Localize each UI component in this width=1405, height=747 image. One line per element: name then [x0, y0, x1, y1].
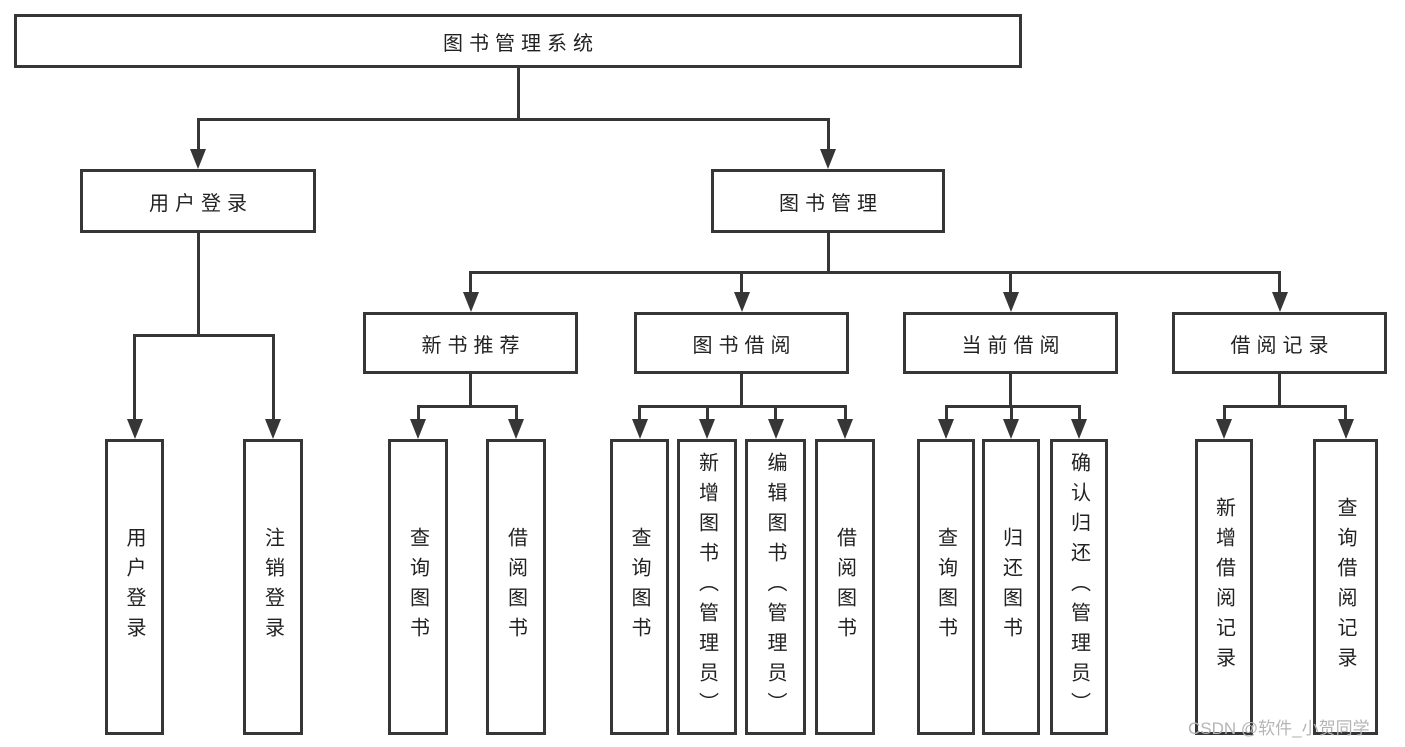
connector-line: [416, 405, 518, 408]
node-label: 用户登录: [149, 192, 253, 215]
connector-line: [638, 405, 847, 408]
leaf-label: 新增借阅记录: [1212, 497, 1235, 677]
leaf-logout: 注销登录: [243, 439, 303, 735]
arrow-down-icon: [767, 419, 784, 439]
leaf-label: 查询图书: [934, 527, 957, 647]
connector-line: [469, 271, 1281, 274]
connector-line: [826, 121, 830, 151]
connector-line: [416, 408, 420, 421]
connector-line: [638, 408, 641, 421]
connector-line: [774, 408, 777, 421]
connector-line: [944, 405, 1081, 408]
leaf-add-book-admin: 新增图书（管理员）: [677, 439, 737, 735]
connector-line: [740, 274, 743, 294]
arrow-down-icon: [410, 419, 426, 439]
node-library-system: 图书管理系统: [14, 14, 1022, 68]
leaf-label: 注销登录: [261, 527, 284, 647]
leaf-label: 查询借阅记录: [1334, 497, 1356, 677]
node-borrow-records: 借阅记录: [1172, 312, 1387, 374]
arrow-down-icon: [1337, 419, 1354, 439]
connector-line: [271, 337, 275, 421]
leaf-borrow-books: 借阅图书: [815, 439, 875, 735]
node-book-borrowing: 图书借阅: [634, 312, 849, 374]
connector-line: [514, 408, 518, 421]
connector-line: [1077, 408, 1081, 421]
connector-line: [1222, 405, 1347, 408]
arrow-down-icon: [820, 149, 836, 169]
connector-line: [1344, 408, 1347, 421]
connector-line: [1278, 274, 1281, 294]
leaf-label: 借阅图书: [833, 527, 856, 647]
node-user-login: 用户登录: [80, 169, 316, 233]
leaf-add-borrow-record: 新增借阅记录: [1195, 439, 1253, 735]
connector-line: [196, 118, 830, 121]
node-label: 借阅记录: [1230, 334, 1335, 357]
node-label: 新书推荐: [421, 334, 526, 357]
leaf-borrow-books-recommend: 借阅图书: [486, 439, 546, 735]
arrow-down-icon: [837, 419, 853, 439]
leaf-user-login: 用户登录: [105, 439, 164, 735]
connector-line: [1009, 374, 1012, 408]
connector-line: [1278, 374, 1281, 408]
connector-line: [826, 233, 830, 274]
arrow-down-icon: [462, 292, 479, 312]
connector-line: [516, 68, 520, 121]
leaf-return-books: 归还图书: [982, 439, 1040, 735]
arrow-down-icon: [265, 419, 281, 439]
connector-line: [1009, 408, 1013, 421]
connector-line: [196, 121, 200, 151]
leaf-label: 确认归还（管理员）: [1067, 452, 1090, 722]
leaf-label: 用户登录: [123, 527, 145, 647]
arrow-down-icon: [1071, 419, 1087, 439]
arrow-down-icon: [1271, 292, 1288, 312]
leaf-query-books-current: 查询图书: [917, 439, 975, 735]
leaf-query-borrow-record: 查询借阅记录: [1313, 439, 1378, 735]
node-current-borrowing: 当前借阅: [903, 312, 1118, 374]
leaf-query-books-recommend: 查询图书: [388, 439, 448, 735]
node-label: 图书借阅: [692, 334, 797, 357]
connector-line: [843, 408, 847, 421]
arrow-down-icon: [1002, 292, 1019, 312]
arrow-down-icon: [1003, 419, 1019, 439]
leaf-query-books-borrowing: 查询图书: [610, 439, 669, 735]
arrow-down-icon: [190, 149, 206, 169]
connector-line: [196, 233, 200, 337]
arrow-down-icon: [699, 419, 715, 439]
leaf-label: 编辑图书（管理员）: [764, 452, 786, 722]
arrow-down-icon: [1216, 419, 1232, 439]
leaf-label: 新增图书（管理员）: [695, 452, 718, 722]
leaf-label: 查询图书: [406, 527, 429, 647]
arrow-down-icon: [508, 419, 524, 439]
arrow-down-icon: [631, 419, 648, 439]
leaf-confirm-return-admin: 确认归还（管理员）: [1050, 439, 1108, 735]
connector-line: [133, 337, 136, 421]
connector-line: [740, 374, 743, 408]
leaf-label: 借阅图书: [504, 527, 527, 647]
connector-line: [944, 408, 948, 421]
watermark-text: CSDN @软件_小贺同学: [1188, 719, 1370, 738]
node-book-management: 图书管理: [711, 169, 945, 233]
connector-line: [705, 408, 709, 421]
arrow-down-icon: [733, 292, 750, 312]
connector-line: [133, 334, 275, 337]
connector-line: [1009, 274, 1012, 294]
leaf-edit-book-admin: 编辑图书（管理员）: [745, 439, 806, 735]
connector-line: [1222, 408, 1226, 421]
arrow-down-icon: [938, 419, 954, 439]
node-new-book-recommend: 新书推荐: [363, 312, 578, 374]
connector-line: [469, 374, 472, 408]
arrow-down-icon: [126, 419, 143, 439]
node-label: 图书管理系统: [443, 32, 599, 55]
node-label: 图书管理: [779, 192, 883, 215]
leaf-label: 归还图书: [999, 527, 1022, 647]
connector-line: [469, 274, 472, 294]
leaf-label: 查询图书: [628, 527, 650, 647]
node-label: 当前借阅: [961, 334, 1066, 357]
